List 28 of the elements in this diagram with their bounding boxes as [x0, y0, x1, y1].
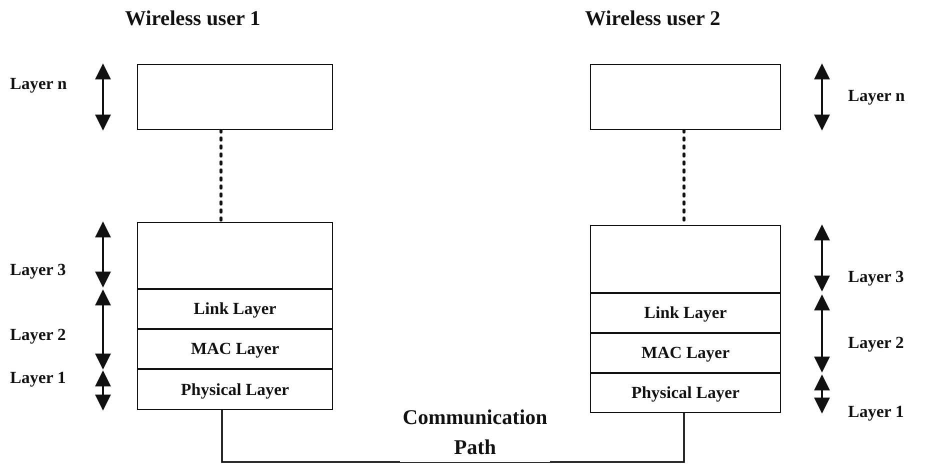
layer-name: Physical Layer [180, 380, 290, 400]
layer-label: Layer 3 [848, 267, 904, 287]
layer-name: Link Layer [194, 299, 276, 319]
layer-label: Layer 1 [848, 402, 904, 422]
stack-title: Wireless user 1 [125, 6, 260, 31]
layer-label: Layer 2 [848, 333, 904, 353]
dotted-line [220, 128, 222, 224]
layer-box [590, 225, 781, 293]
layer-name: Physical Layer [631, 383, 740, 403]
layer-label: Layer 3 [10, 260, 66, 280]
layer-name: MAC Layer [190, 339, 280, 359]
layer-box [137, 289, 333, 329]
layer-name: MAC Layer [641, 343, 730, 363]
layer-box [590, 293, 781, 333]
layer-name: Link Layer [644, 303, 727, 323]
layer-box [137, 329, 333, 369]
stack-title: Wireless user 2 [585, 6, 720, 31]
layer-box [590, 373, 781, 413]
layer-box [590, 333, 781, 373]
connector-line [221, 410, 685, 463]
layer-box [590, 64, 781, 130]
layer-label: Layer 2 [10, 325, 66, 345]
layer-label: Layer 1 [10, 368, 66, 388]
layer-box [137, 369, 333, 410]
layer-label: Layer n [10, 74, 67, 94]
layer-box [137, 222, 333, 289]
layer-box [137, 64, 333, 130]
layer-label: Layer n [848, 86, 905, 106]
